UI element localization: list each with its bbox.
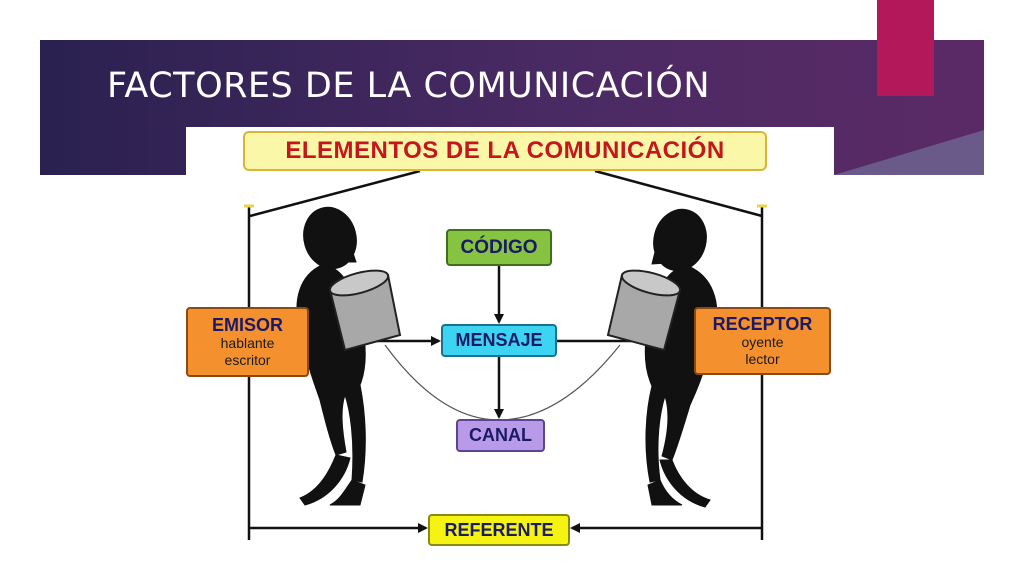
roof-line-right xyxy=(594,169,763,218)
receptor-sub-oyente: oyente xyxy=(741,334,784,350)
emisor-box: EMISOR hablante escritor xyxy=(186,307,309,377)
referente-label: REFERENTE xyxy=(444,519,554,540)
mensaje-box: MENSAJE xyxy=(441,324,557,357)
banner-accent-wedge xyxy=(834,130,984,175)
canal-label: CANAL xyxy=(469,425,532,445)
slide-title: FACTORES DE LA COMUNICACIÓN xyxy=(107,66,711,106)
emisor-sub-hablante: hablante xyxy=(220,335,275,351)
receptor-box: RECEPTOR oyente lector xyxy=(694,307,831,375)
receptor-can xyxy=(606,269,682,352)
codigo-label: CÓDIGO xyxy=(460,236,538,258)
pink-accent-tab xyxy=(877,0,934,96)
referente-box: REFERENTE xyxy=(428,514,570,546)
emisor-can xyxy=(328,269,402,352)
mensaje-label: MENSAJE xyxy=(455,330,543,350)
receptor-label: RECEPTOR xyxy=(712,314,813,334)
receptor-sub-lector: lector xyxy=(745,351,780,367)
emisor-label: EMISOR xyxy=(211,315,283,335)
emisor-sub-escritor: escritor xyxy=(224,352,271,368)
diagram-title: ELEMENTOS DE LA COMUNICACIÓN xyxy=(285,137,725,164)
canal-box: CANAL xyxy=(456,419,545,452)
diagram-title-box: ELEMENTOS DE LA COMUNICACIÓN xyxy=(243,131,767,171)
roof-line-left xyxy=(249,169,421,218)
codigo-box: CÓDIGO xyxy=(446,229,552,266)
